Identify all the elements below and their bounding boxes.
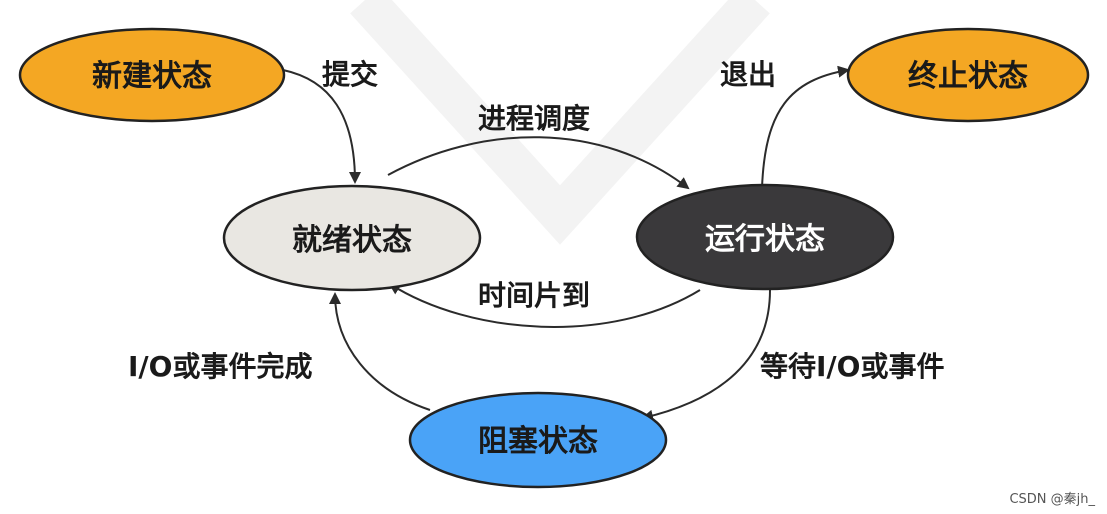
label-schedule: 进程调度 xyxy=(478,102,590,135)
csdn-watermark: CSDN @秦jh_ xyxy=(1009,492,1095,507)
label-wait-io: 等待I/O或事件 xyxy=(760,350,944,383)
state-blocked: 阻塞状态 xyxy=(408,391,668,489)
state-running-ellipse xyxy=(635,183,895,291)
state-running: 运行状态 xyxy=(635,183,895,291)
edge-wait-io xyxy=(641,289,771,422)
state-ready-label: 就绪状态 xyxy=(292,223,412,258)
edge-exit xyxy=(761,65,850,189)
state-new-label: 新建状态 xyxy=(92,59,212,94)
state-terminated-ellipse xyxy=(846,27,1090,123)
state-ready: 就绪状态 xyxy=(222,184,482,292)
label-io-done: I/O或事件完成 xyxy=(128,350,312,383)
state-new-ellipse xyxy=(18,27,286,123)
edge-timeslice xyxy=(388,282,701,328)
label-submit: 提交 xyxy=(322,58,378,91)
state-terminated-label: 终止状态 xyxy=(908,59,1028,94)
background-chevron xyxy=(350,0,770,245)
edge-schedule xyxy=(387,136,690,190)
label-exit: 退出 xyxy=(720,58,776,91)
state-blocked-ellipse xyxy=(408,391,668,489)
state-ready-ellipse xyxy=(222,184,482,292)
edge-io-done xyxy=(329,292,431,411)
label-timeslice: 时间片到 xyxy=(478,279,590,312)
edge-submit xyxy=(282,69,361,184)
state-terminated: 终止状态 xyxy=(846,27,1090,123)
state-new: 新建状态 xyxy=(18,27,286,123)
state-running-label: 运行状态 xyxy=(705,222,825,257)
state-blocked-label: 阻塞状态 xyxy=(478,424,598,459)
